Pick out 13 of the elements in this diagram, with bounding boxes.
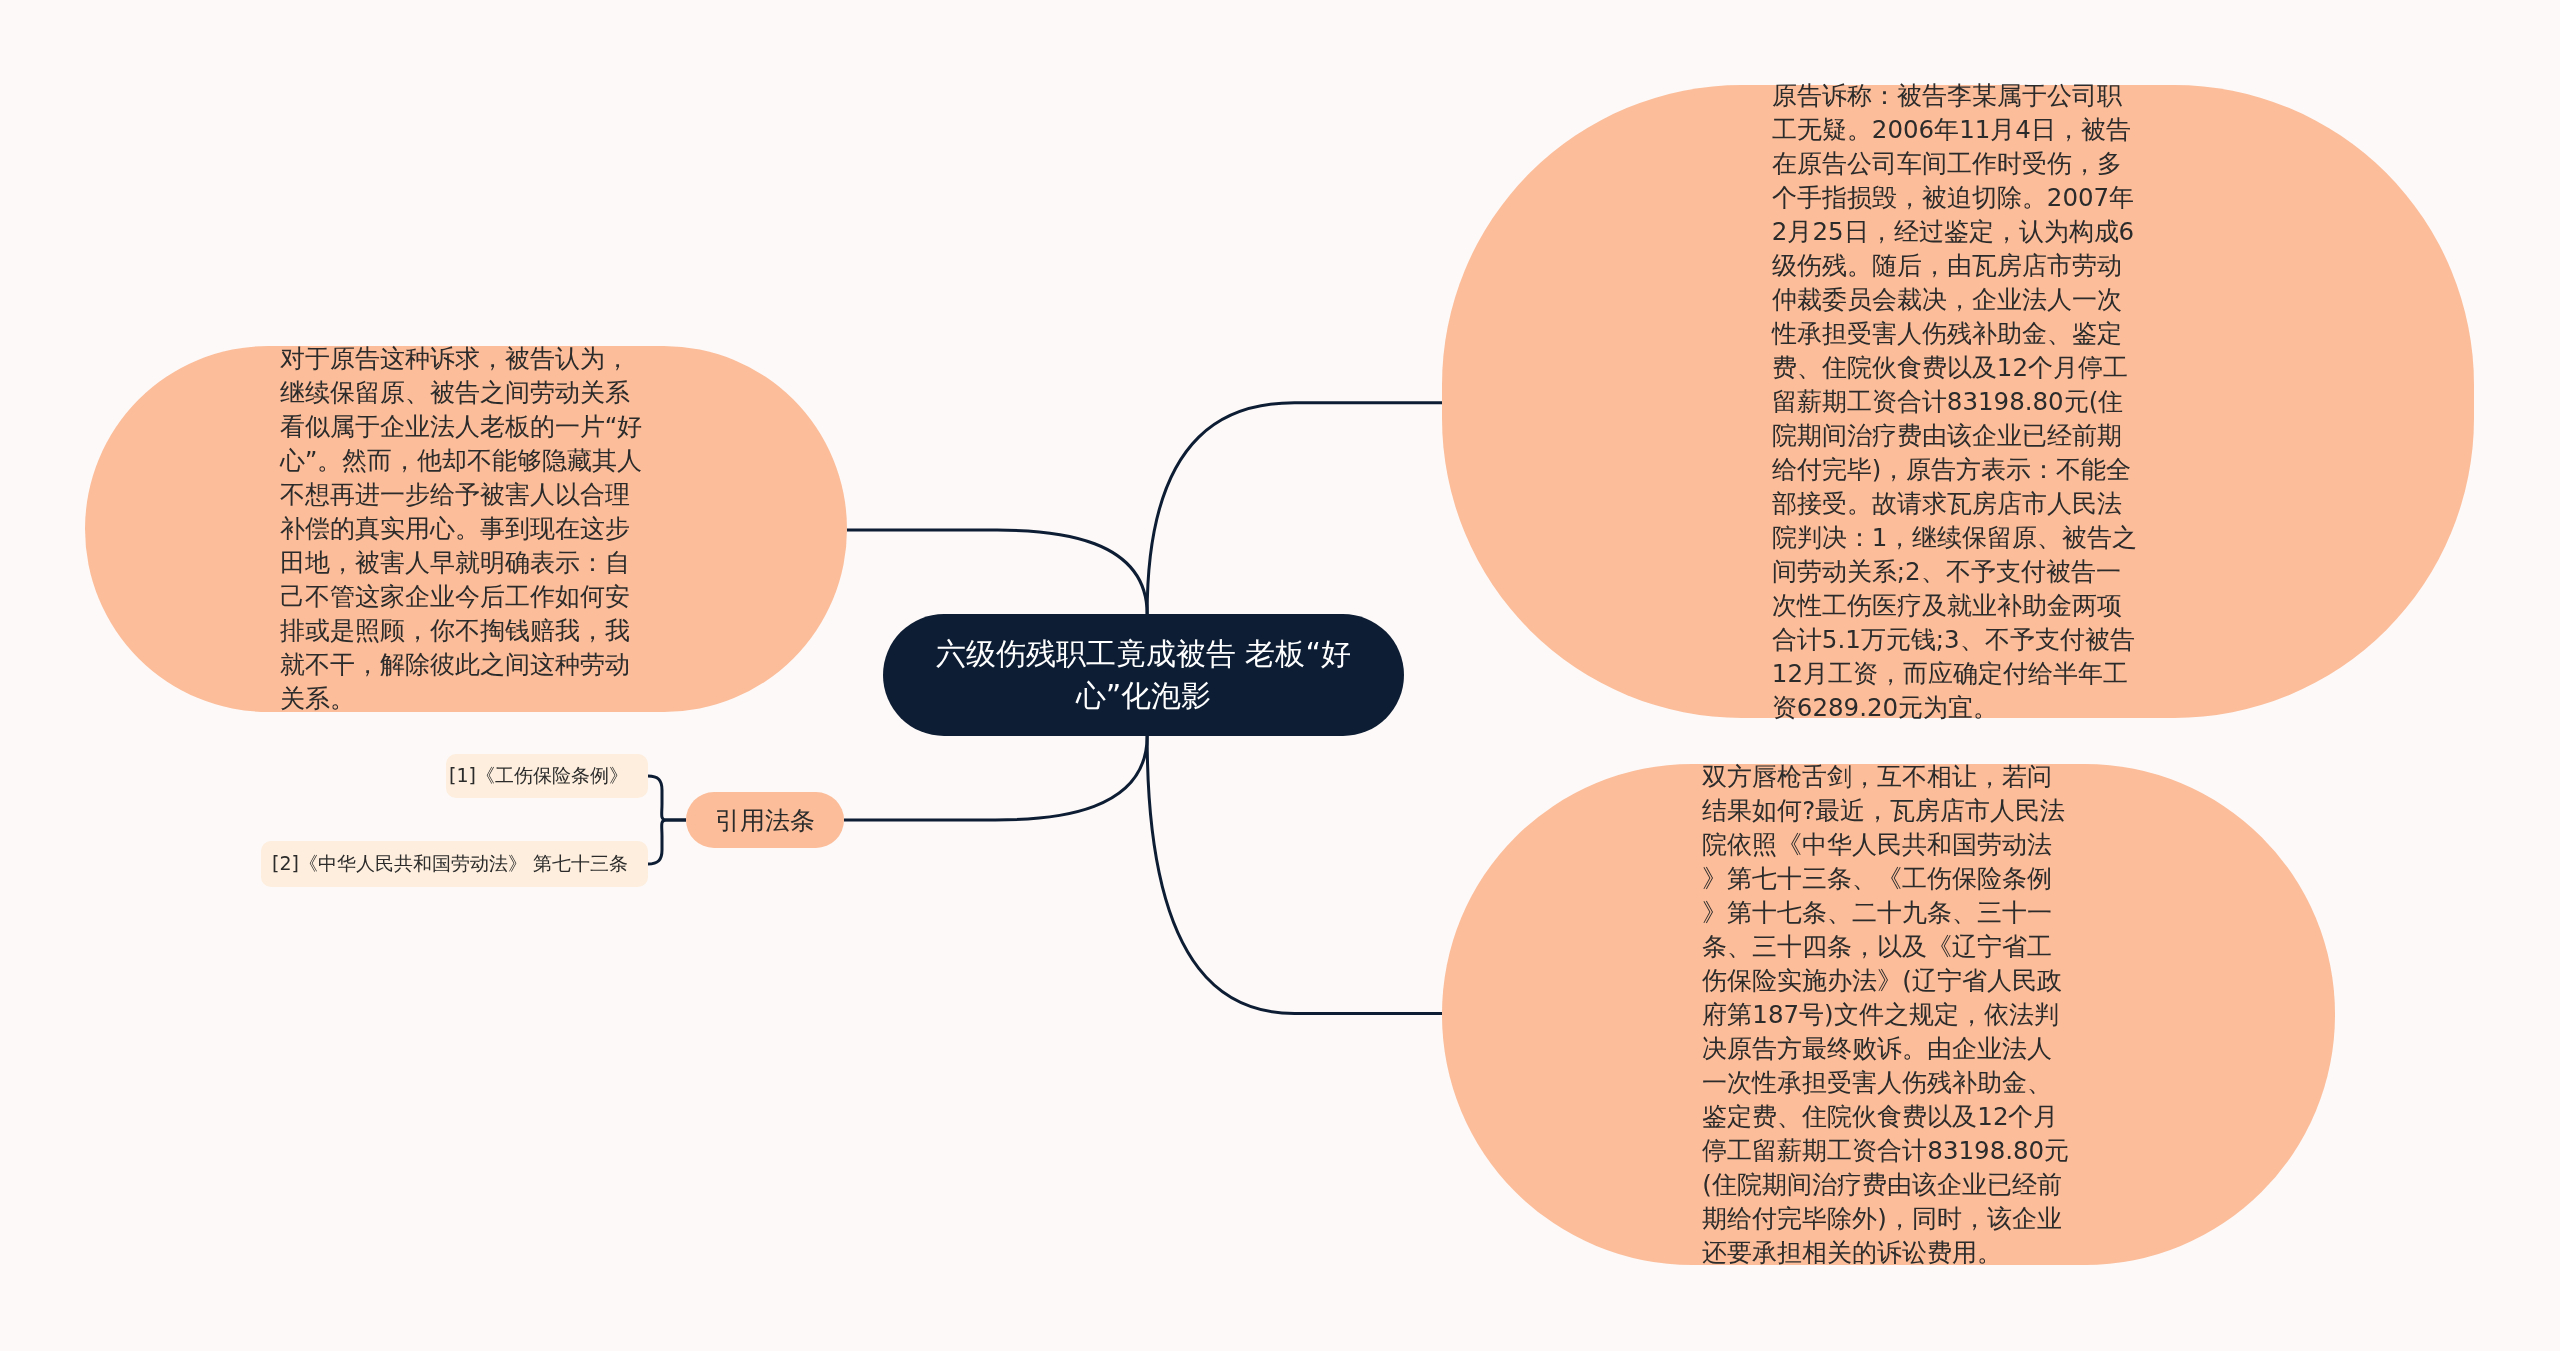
topic-title: 六级伤残职工竟成被告 老板“好心”化泡影 (934, 635, 1353, 715)
connector-line (647, 818, 686, 866)
connector-line (1145, 401, 1442, 615)
reference-tag (261, 841, 648, 887)
reference-tag (446, 754, 648, 798)
topic-bubble (686, 792, 844, 848)
topic-text: 对于原告这种诉求，被告认为，继续保留原、被告之间劳动关系看似属于企业法人老板的一片“好心”。然而，他却不能够隐藏其人不想再进一步给予被害人以合理补偿的真实用心。事到现在这步田地，被害人早就明确表示：自己不管这家企业今后工作如何安排或是照顾，你不掏钱赔我，我就不干，解除彼此之间这种劳动关系。 (279, 343, 644, 715)
topic-text: 原告诉称：被告李某属于公司职工无疑。2006年11月4日，被告在原告公司车间工作时受伤，多个手指损毁，被迫切除。2007年2月25日，经过鉴定，认为构成6级伤残。随后，由瓦房店市劳动仲裁委员会裁决，企业法人一次性承担受害人伤残补助金、鉴定费、住院伙食费以及12个月停工留薪期工资合计83198.80元(住院期间治疗费由该企业已经前期给付完毕)，原告方表示：不能全部接受。故请求瓦房店市人民法院判决：1，继续保留原、被告之间劳动关系;2、不予支付被告一次性工伤医疗及就业补助金两项合计5.1万元钱;3、不予支付被告12月工资，而应确定付给半年工资6289.20元为宜。 (1771, 79, 2139, 724)
reference-text: [1]《工伤保险条例》 (449, 763, 628, 788)
topic-text: 引用法条 (715, 804, 815, 837)
topic-text: 双方唇枪舌剑，互不相让，若问结果如何?最近，瓦房店市人民法院依照《中华人民共和国劳动法》第七十三条、《工伤保险条例》第十七条、二十九条、三十一条、三十四条，以及《辽宁省工伤保险实施办法》(辽宁省人民政府第187号)文件之规定，依法判决原告方最终败诉。由企业法人一次性承担受害人伤残补助金、鉴定费、住院伙食费以及12个月停工留薪期工资合计83198.80元(住院期间治疗费由该企业已经前期给付完毕除外)，同时，该企业还要承担相关的诉讼费用。 (1702, 760, 2071, 1269)
connector-line (1145, 735, 1442, 1015)
reference-text: [2]《中华人民共和国劳动法》 第七十三条 (272, 851, 628, 876)
